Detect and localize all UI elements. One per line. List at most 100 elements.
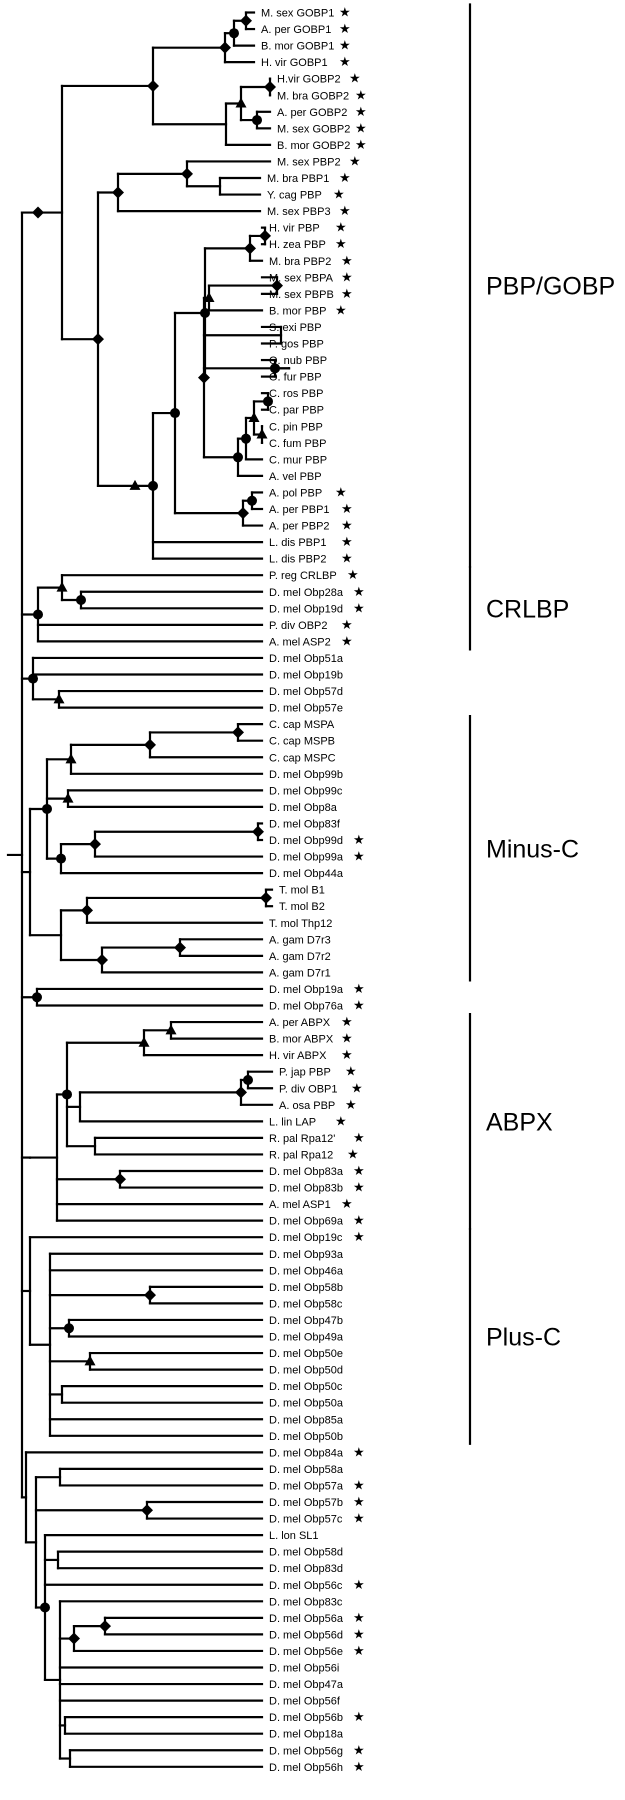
leaf-label: H. vir GOBP1 [261, 57, 328, 69]
node-diamond-marker [32, 206, 44, 219]
leaf-label: T. mol Thp12 [269, 918, 332, 930]
leaf-label: D. mel Obp8a [269, 802, 338, 814]
leaf-label: A. gam D7r1 [269, 967, 331, 979]
star-marker: ★ [353, 1512, 365, 1527]
leaf-label: D. mel Obp56c [269, 1580, 343, 1592]
node-diamond-marker [144, 1289, 156, 1302]
leaf-label: C. cap MSPB [269, 736, 335, 748]
leaf-label: D. mel Obp58a [269, 1464, 344, 1476]
node-circle-marker [270, 363, 280, 374]
leaf-label: D. mel Obp83c [269, 1596, 343, 1608]
clade-label: CRLBP [486, 595, 569, 623]
node-diamond-marker [99, 1620, 111, 1633]
node-triangle-marker [62, 792, 74, 803]
leaf-label: D. mel Obp56d [269, 1629, 343, 1641]
star-marker: ★ [353, 1181, 365, 1196]
star-marker: ★ [335, 1114, 347, 1129]
leaf-label: D. mel Obp44a [269, 868, 344, 880]
node-diamond-marker [174, 941, 186, 954]
star-marker: ★ [353, 1478, 365, 1493]
leaf-label: P. div OBP1 [279, 1083, 338, 1095]
star-marker: ★ [341, 270, 353, 285]
leaf-label: D. mel Obp99a [269, 852, 344, 864]
leaf-label: D. mel Obp56f [269, 1696, 341, 1708]
node-triangle-marker [53, 693, 65, 704]
leaf-label: M. bra PBP2 [269, 256, 331, 268]
star-marker: ★ [339, 6, 351, 21]
leaf-label: D. mel Obp57c [269, 1514, 343, 1526]
leaf-label: A. osa PBP [279, 1100, 335, 1112]
node-triangle-marker [129, 479, 141, 490]
leaf-label: A. per PBP2 [269, 521, 330, 533]
node-diamond-marker [260, 891, 272, 904]
leaf-label: D. mel Obp56b [269, 1712, 343, 1724]
leaf-label: D. mel Obp84a [269, 1447, 344, 1459]
leaf-label: D. mel Obp83f [269, 818, 341, 830]
leaf-label: D. mel Obp50e [269, 1348, 343, 1360]
star-marker: ★ [341, 1048, 353, 1063]
star-marker: ★ [353, 1164, 365, 1179]
leaf-label: T. mol B1 [279, 885, 325, 897]
leaf-label: A. mel ASP2 [269, 636, 331, 648]
star-marker: ★ [353, 1644, 365, 1659]
star-marker: ★ [349, 154, 361, 169]
star-marker: ★ [355, 138, 367, 153]
node-triangle-marker [65, 753, 77, 764]
leaf-label: B. mor PBP [269, 305, 326, 317]
node-triangle-marker [84, 1355, 96, 1366]
node-circle-marker [28, 673, 38, 684]
leaf-label: A. pol PBP [269, 487, 322, 499]
leaf-labels: M. sex GOBP1★A. per GOBP1★B. mor GOBP1★H… [261, 6, 367, 1775]
star-marker: ★ [353, 1214, 365, 1229]
node-triangle-marker [56, 581, 68, 592]
leaf-label: H. vir ABPX [269, 1050, 327, 1062]
leaf-label: D. mel Obp99c [269, 785, 343, 797]
leaf-label: C. pin PBP [269, 421, 323, 433]
star-marker: ★ [339, 204, 351, 219]
leaf-label: A. per GOBP1 [261, 24, 331, 36]
star-marker: ★ [339, 39, 351, 54]
leaf-label: D. mel Obp18a [269, 1729, 344, 1741]
clade-label: Minus-C [486, 835, 579, 863]
node-circle-marker [263, 396, 273, 407]
leaf-label: M. sex GOBP1 [261, 8, 334, 20]
clade-label: ABPX [486, 1108, 553, 1136]
leaf-label: H.vir GOBP2 [277, 74, 341, 86]
leaf-label: A. gam D7r3 [269, 934, 331, 946]
leaf-label: C. ros PBP [269, 388, 323, 400]
star-marker: ★ [341, 1197, 353, 1212]
leaf-label: D. mel Obp58b [269, 1282, 343, 1294]
leaf-label: D. mel Obp99d [269, 835, 343, 847]
leaf-label: D. mel Obp50b [269, 1431, 343, 1443]
leaf-label: C. cap MSPA [269, 719, 335, 731]
leaf-label: D. mel Obp58d [269, 1547, 343, 1559]
leaf-label: R. pal Rpa12 [269, 1149, 333, 1161]
node-diamond-marker [114, 1173, 126, 1186]
star-marker: ★ [333, 188, 345, 203]
star-marker: ★ [353, 1627, 365, 1642]
leaf-label: B. mor ABPX [269, 1034, 334, 1046]
leaf-label: O. fur PBP [269, 372, 322, 384]
leaf-label: D. mel Obp50d [269, 1365, 343, 1377]
leaf-label: D. mel Obp56i [269, 1663, 339, 1675]
leaf-label: L. lin LAP [269, 1116, 316, 1128]
leaf-label: D. mel Obp50c [269, 1381, 343, 1393]
node-triangle-marker [203, 291, 215, 302]
leaf-label: D. mel Obp83a [269, 1166, 344, 1178]
node-triangle-marker [256, 428, 268, 439]
leaf-label: D. mel Obp56h [269, 1762, 343, 1774]
leaf-label: M. sex GOBP2 [277, 123, 350, 135]
star-marker: ★ [351, 1081, 363, 1096]
star-marker: ★ [341, 618, 353, 633]
node-triangle-marker [138, 1036, 150, 1047]
node-diamond-marker [68, 1632, 80, 1645]
node-circle-marker [32, 992, 42, 1003]
node-triangle-marker [235, 97, 247, 108]
node-diamond-marker [81, 904, 93, 917]
leaf-label: D. mel Obp28a [269, 587, 344, 599]
tree-branches [6, 11, 291, 1768]
star-marker: ★ [353, 1760, 365, 1775]
star-marker: ★ [341, 254, 353, 269]
leaf-label: Y. cag PBP [267, 190, 322, 202]
leaf-label: D. mel Obp49a [269, 1332, 344, 1344]
